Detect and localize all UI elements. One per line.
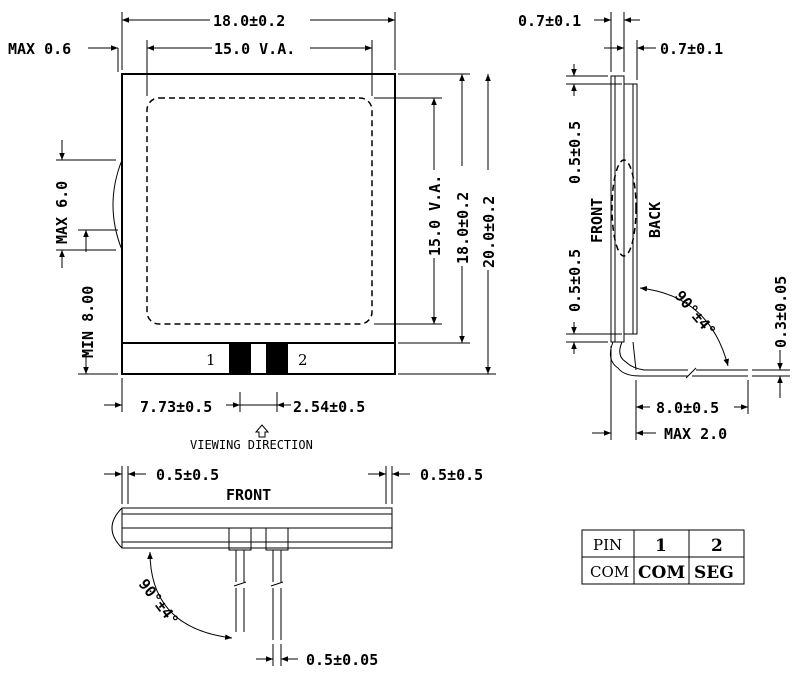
seal-ellipse	[611, 159, 637, 257]
dim-height-va: 15.0 V.A.	[426, 175, 444, 256]
pin-lead-inner	[619, 341, 688, 371]
side-dim-angle: 90°±4°	[671, 287, 720, 340]
pin-table-row-1: COM	[638, 563, 685, 583]
bottom-pin-1-cap	[228, 527, 252, 551]
bottom-view: FRONT 0.5±0.5 0.5±0.5 90°±4° 0.5±0.05	[104, 466, 483, 669]
side-label-back: BACK	[646, 202, 664, 238]
side-dim-top-left: 0.7±0.1	[518, 12, 581, 30]
dim-max-bulge: MAX 6.0	[53, 181, 71, 244]
bottom-dim-pin-width: 0.5±0.05	[306, 651, 378, 669]
dim-pin-offset: 7.73±0.5	[140, 398, 212, 416]
pin-table: PIN 1 2 COM COM SEG	[581, 529, 745, 585]
viewing-direction-arrow-icon	[254, 424, 270, 438]
pin-table-row-label: COM	[590, 563, 629, 581]
dim-pin-pitch: 2.54±0.5	[293, 398, 365, 416]
pin-table-header-2: 2	[711, 536, 723, 556]
side-view: FRONT BACK 0.7±0.1 0.7±0.1 0.5±0.5 0.5±0…	[518, 12, 790, 443]
dim-min-height: MIN 8.00	[79, 286, 97, 358]
dim-width-overall: 18.0±0.2	[213, 12, 285, 30]
dim-width-va: 15.0 V.A.	[214, 40, 295, 58]
bottom-angle-arc	[147, 551, 233, 640]
side-angle-arc	[639, 286, 729, 367]
dim-max-left: MAX 0.6	[8, 40, 71, 58]
pin-table-row-2: SEG	[694, 563, 734, 583]
side-dim-upper-left: 0.5±0.5	[566, 121, 584, 184]
pin-label-2: 2	[298, 351, 308, 369]
dim-height-glass: 18.0±0.2	[454, 192, 472, 264]
side-dim-top-right: 0.7±0.1	[660, 40, 723, 58]
pin-table-header-1: 1	[655, 536, 667, 556]
pin-table-header-pin: PIN	[593, 536, 622, 554]
bottom-pin-2-cap	[265, 527, 289, 551]
front-view: 1 2 18.0±0.2 15.0 V.A. MAX 0.6 MAX 6.0 M…	[8, 12, 498, 452]
bottom-dim-right: 0.5±0.5	[420, 466, 483, 484]
pin-2-pad	[266, 343, 288, 374]
dim-height-overall: 20.0±0.2	[480, 196, 498, 268]
front-glass	[610, 75, 625, 343]
side-dim-pin-length: 8.0±0.5	[656, 399, 719, 417]
side-dim-right: 0.3±0.05	[772, 276, 790, 348]
bottom-dim-left: 0.5±0.5	[156, 466, 219, 484]
back-glass	[623, 83, 638, 335]
pin-label-1: 1	[206, 351, 216, 369]
viewing-area-outline	[146, 97, 373, 325]
bottom-label-front: FRONT	[226, 486, 271, 504]
panel-outline	[121, 73, 396, 375]
seal-bulge	[112, 159, 123, 251]
side-dim-max-bottom: MAX 2.0	[664, 425, 727, 443]
pin-1-pad	[229, 343, 251, 374]
viewing-direction-label: VIEWING DIRECTION	[190, 438, 313, 452]
side-dim-lower-left: 0.5±0.5	[566, 249, 584, 312]
bottom-dim-angle: 90°±4°	[135, 575, 183, 629]
bottom-seal-bulge	[111, 507, 123, 549]
side-label-front: FRONT	[588, 198, 606, 243]
